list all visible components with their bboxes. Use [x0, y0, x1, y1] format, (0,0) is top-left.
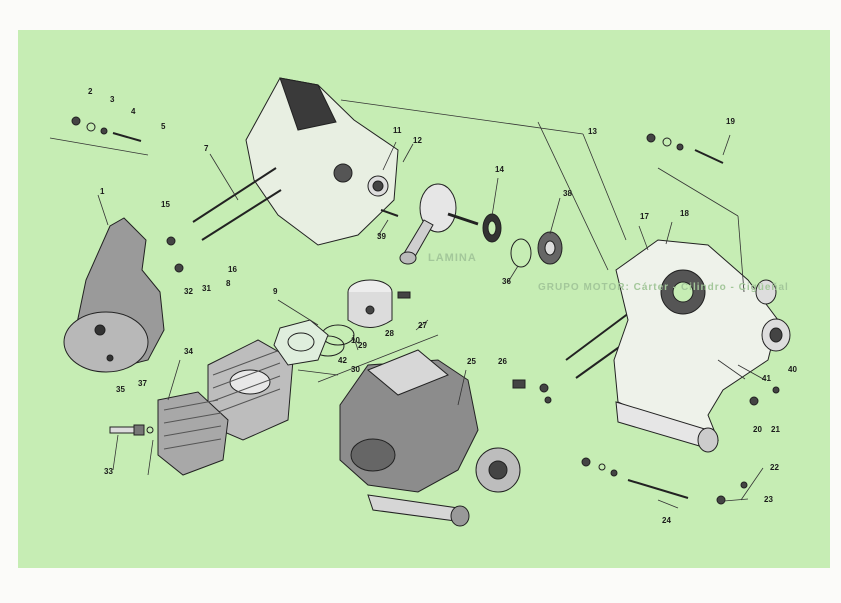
callout-12: 12 — [413, 136, 422, 145]
callout-9: 9 — [273, 287, 278, 296]
callout-36: 36 — [502, 277, 511, 286]
leader-lines — [49, 99, 766, 509]
left-crankcase-half — [245, 77, 399, 246]
callout-10: 10 — [351, 336, 360, 345]
callout-35: 35 — [116, 385, 125, 394]
callout-19: 19 — [726, 117, 735, 126]
callout-24: 24 — [662, 516, 671, 525]
callout-18: 18 — [680, 209, 689, 218]
callout-31: 31 — [202, 284, 211, 293]
callout-14: 14 — [495, 165, 504, 174]
crankshaft — [399, 183, 479, 265]
cylinder — [207, 339, 294, 441]
callout-1: 1 — [100, 187, 105, 196]
callout-27: 27 — [418, 321, 427, 330]
callout-2: 2 — [88, 87, 93, 96]
callout-29: 29 — [358, 341, 367, 350]
callout-7: 7 — [204, 144, 209, 153]
callout-42: 42 — [338, 356, 347, 365]
callout-15: 15 — [161, 200, 170, 209]
spark-plug — [109, 424, 154, 436]
fasteners — [71, 116, 780, 505]
callout-23: 23 — [764, 495, 773, 504]
callout-16: 16 — [228, 265, 237, 274]
callout-39: 39 — [377, 232, 386, 241]
callout-13: 13 — [588, 127, 597, 136]
callout-37: 37 — [138, 379, 147, 388]
callout-3: 3 — [110, 95, 115, 104]
callout-25: 25 — [467, 357, 476, 366]
callout-26: 26 — [498, 357, 507, 366]
callout-34: 34 — [184, 347, 193, 356]
piston — [347, 279, 393, 328]
callout-11: 11 — [393, 126, 402, 135]
callout-5: 5 — [161, 122, 166, 131]
faint-sheet-title: LAMINA — [428, 252, 477, 264]
callout-28: 28 — [385, 329, 394, 338]
callout-40: 40 — [788, 365, 797, 374]
faint-sheet-subtitle: GRUPO MOTOR: Cárter - Cilindro - Cigüeña… — [538, 282, 789, 293]
callout-21: 21 — [771, 425, 780, 434]
diagram-sheet: LAMINA GRUPO MOTOR: Cárter - Cilindro - … — [18, 30, 830, 568]
fan-cowl — [63, 217, 165, 373]
callout-38: 38 — [563, 189, 572, 198]
bearings — [482, 213, 563, 268]
callout-17: 17 — [640, 212, 649, 221]
callout-41: 41 — [762, 374, 771, 383]
assembled-engine — [339, 349, 521, 527]
callout-8: 8 — [226, 279, 231, 288]
callout-30: 30 — [351, 365, 360, 374]
callout-20: 20 — [753, 425, 762, 434]
cylinder-head — [157, 391, 229, 476]
exploded-engine-diagram — [49, 77, 791, 527]
callout-22: 22 — [770, 463, 779, 472]
callout-33: 33 — [104, 467, 113, 476]
callout-4: 4 — [131, 107, 136, 116]
callout-32: 32 — [184, 287, 193, 296]
right-crankcase-half — [613, 239, 791, 453]
